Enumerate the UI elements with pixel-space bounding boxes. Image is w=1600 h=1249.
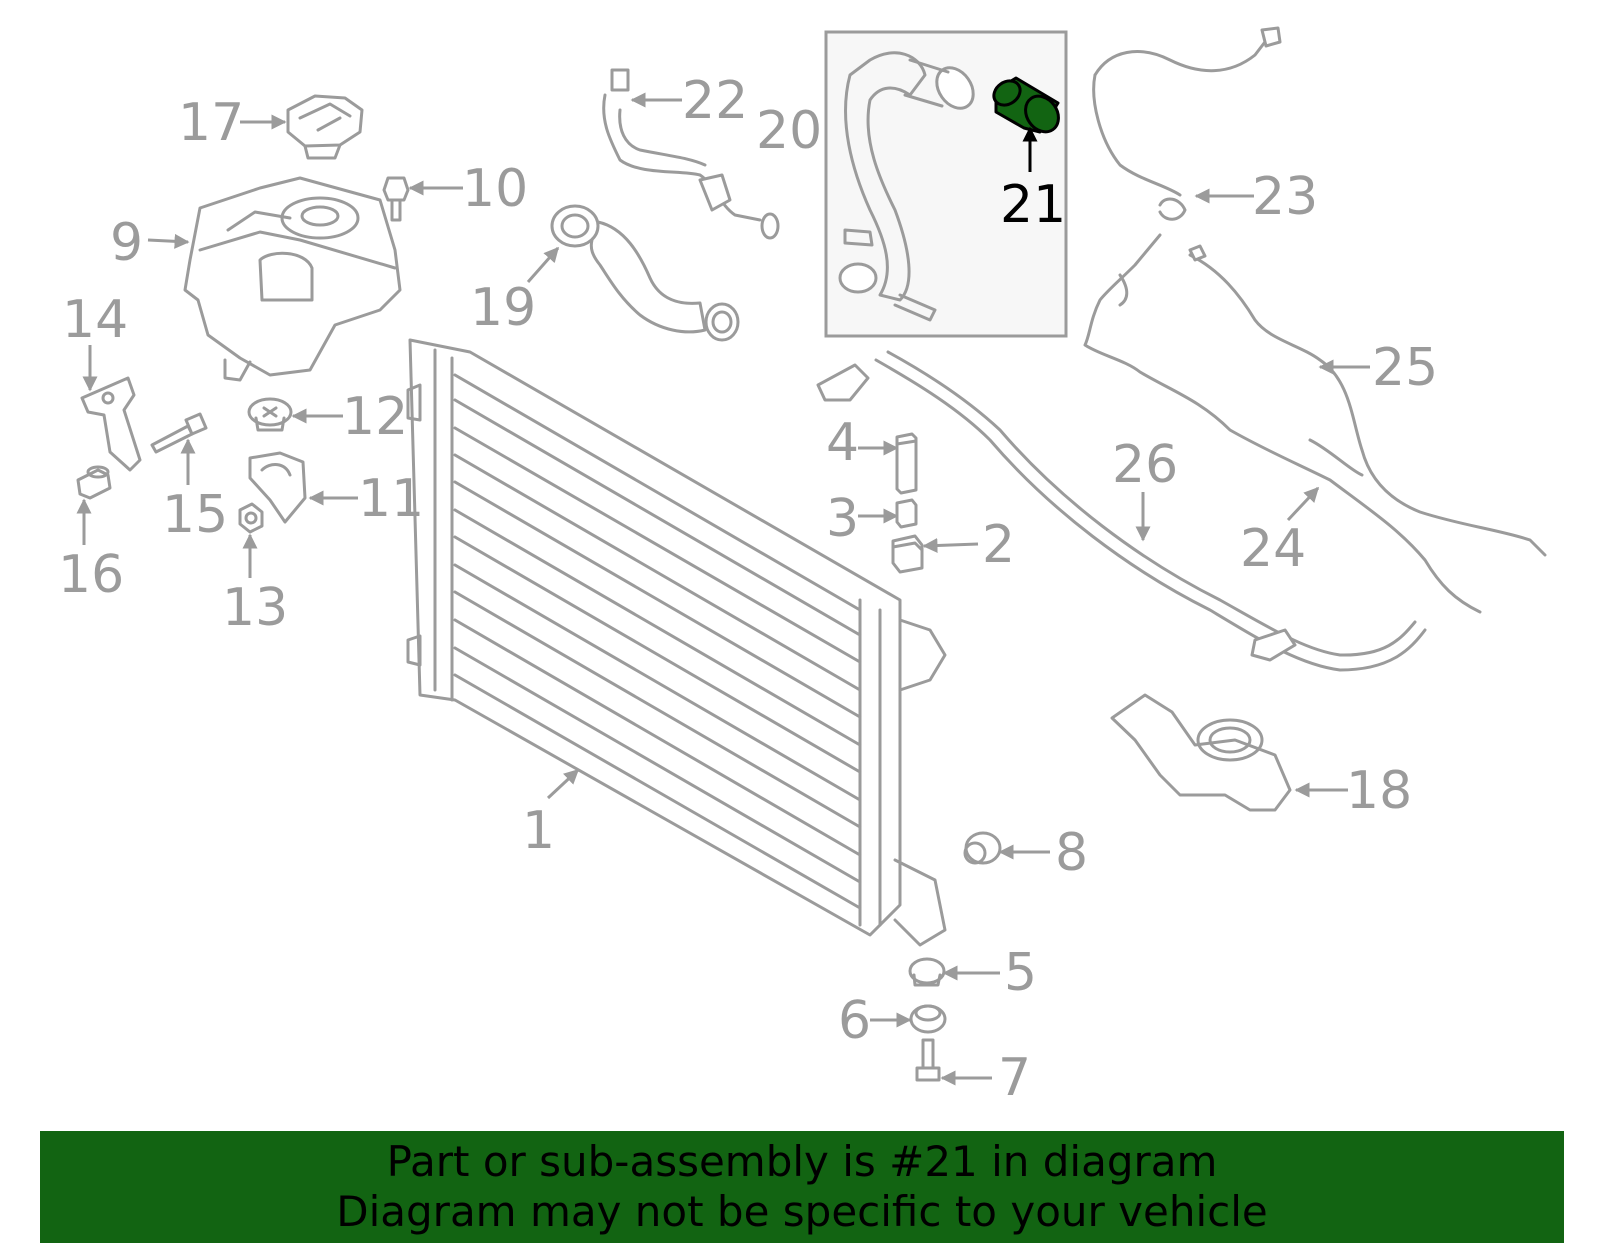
coolant-hose-part-19 [550,204,740,342]
radiator-part-1 [406,338,947,947]
callout-20: 20 [756,101,822,161]
clip-part-12 [247,397,293,432]
pin-part-4 [895,432,918,495]
callout-25: 25 [1372,338,1438,398]
callout-11: 11 [358,469,424,529]
plug-part-8 [963,831,1002,865]
wiring-harness-part-25 [1188,244,1547,557]
callout-24: 24 [1240,519,1306,579]
callout-7: 7 [998,1048,1031,1108]
bolt-part-7 [915,1038,941,1082]
wiring-harness-part-24 [1083,233,1482,614]
callout-21: 21 [1000,175,1066,235]
callout-22: 22 [682,71,748,131]
mount-part-5 [908,957,946,987]
callout-19: 19 [470,278,536,338]
bolt-part-15 [150,412,208,454]
callout-3: 3 [826,489,859,549]
bolt-part-10 [382,176,410,222]
callout-labels: 1 2 3 4 5 6 7 8 9 10 11 12 13 14 15 16 1… [58,71,1438,1108]
coolant-hose-part-22 [602,68,780,240]
callout-arrows [76,92,1370,1086]
mount-part-6 [909,1004,947,1034]
coolant-pipe-part-26 [816,350,1427,672]
highlighted-hose-part-21 [992,76,1060,134]
callout-23: 23 [1252,167,1318,227]
sensor-wire-part-23 [1092,26,1282,221]
coolant-reservoir-part-9 [183,176,402,382]
callout-8: 8 [1055,823,1088,883]
bracket-part-14 [80,376,142,472]
info-banner: Part or sub-assembly is #21 in diagram D… [40,1131,1564,1243]
coolant-hose-part-18 [1110,693,1292,812]
callout-13: 13 [222,578,288,638]
callout-10: 10 [462,159,528,219]
callout-14: 14 [62,290,128,350]
callout-18: 18 [1346,761,1412,821]
callout-26: 26 [1112,435,1178,495]
bracket-part-11 [248,451,307,524]
banner-line-2: Diagram may not be specific to your vehi… [336,1187,1268,1236]
callout-5: 5 [1004,943,1037,1003]
callout-16: 16 [58,545,124,605]
banner-line-1: Part or sub-assembly is #21 in diagram [386,1137,1218,1186]
grommet-part-2 [891,534,924,574]
bushing-part-3 [895,498,918,529]
plug-part-16 [76,465,112,500]
callout-1: 1 [522,801,555,861]
callout-15: 15 [162,485,228,545]
callout-2: 2 [982,515,1015,575]
callout-9: 9 [110,213,143,273]
callout-4: 4 [826,413,859,473]
callout-17: 17 [178,93,244,153]
inset-box-part-20 [824,30,1068,338]
reservoir-cap-part-17 [286,94,364,160]
nut-part-13 [238,502,264,534]
callout-12: 12 [342,387,408,447]
callout-6: 6 [838,991,871,1051]
